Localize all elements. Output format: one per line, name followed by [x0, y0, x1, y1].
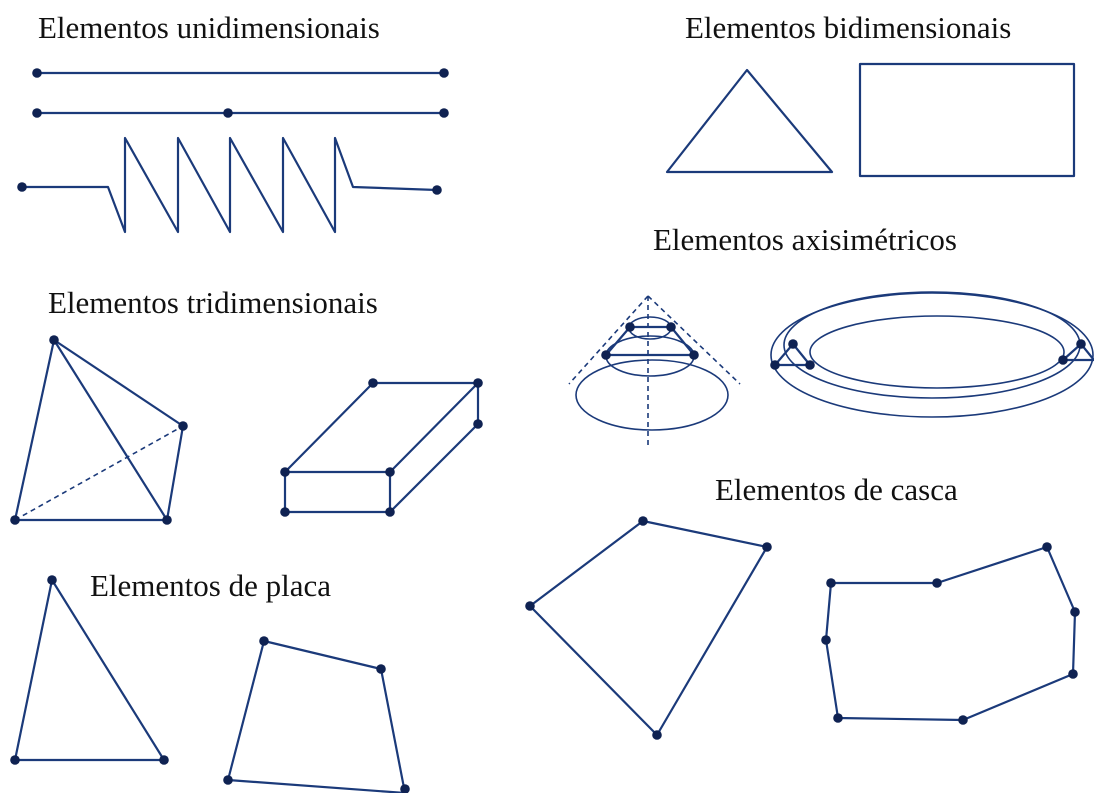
cone-generator-left — [568, 295, 649, 385]
node — [525, 601, 535, 611]
node — [159, 755, 169, 765]
node — [162, 515, 172, 525]
node — [762, 542, 772, 552]
node — [32, 68, 42, 78]
node — [473, 378, 483, 388]
label-placa: Elementos de placa — [90, 568, 331, 603]
node — [432, 185, 442, 195]
node — [625, 322, 635, 332]
unidimensional-group — [17, 68, 449, 234]
rectangle-element — [858, 62, 1076, 178]
node — [689, 350, 699, 360]
axisymmetric-group — [568, 291, 1094, 448]
node — [400, 784, 410, 793]
node — [47, 575, 57, 585]
node — [223, 108, 233, 118]
node — [368, 378, 378, 388]
brick-element — [283, 381, 480, 514]
node — [223, 775, 233, 785]
node — [826, 578, 836, 588]
node — [1042, 542, 1052, 552]
node — [833, 713, 843, 723]
node — [376, 664, 386, 674]
node — [770, 360, 780, 370]
plate-group — [10, 575, 410, 793]
node — [1070, 607, 1080, 617]
node — [385, 507, 395, 517]
node — [1068, 669, 1078, 679]
shell-quad-element — [528, 519, 769, 737]
node — [280, 467, 290, 477]
node — [788, 339, 798, 349]
node — [958, 715, 968, 725]
label-bidimensional: Elementos bidimensionais — [685, 10, 1011, 45]
node — [439, 68, 449, 78]
node — [17, 182, 27, 192]
node — [1076, 339, 1086, 349]
node — [280, 507, 290, 517]
label-tridimensional: Elementos tridimensionais — [48, 285, 378, 320]
ring-section-right — [1061, 342, 1094, 362]
tetrahedron-edge — [52, 338, 169, 522]
node — [259, 636, 269, 646]
node — [10, 515, 20, 525]
triangle-element — [665, 68, 834, 174]
node — [805, 360, 815, 370]
node — [439, 108, 449, 118]
node — [638, 516, 648, 526]
ring-middle-ellipse — [783, 291, 1081, 399]
node — [32, 108, 42, 118]
ring-section-left — [773, 342, 812, 367]
ring-inner-ellipse — [809, 315, 1065, 389]
spring-element — [20, 136, 439, 234]
label-axisimetrico: Elementos axisimétricos — [653, 222, 957, 257]
node — [821, 635, 831, 645]
node — [385, 467, 395, 477]
node — [601, 350, 611, 360]
bidimensional-group — [665, 62, 1076, 178]
shell-8-node-element — [824, 545, 1077, 722]
node — [10, 755, 20, 765]
node — [49, 335, 59, 345]
shell-group — [525, 516, 1080, 740]
ring-outer-ellipse — [770, 292, 1094, 418]
node — [1058, 355, 1068, 365]
node — [932, 578, 942, 588]
node — [652, 730, 662, 740]
label-casca: Elementos de casca — [715, 472, 958, 507]
tridimensional-group — [10, 335, 483, 525]
node — [178, 421, 188, 431]
cone-ring-bottom — [575, 359, 729, 431]
plate-quad-element — [226, 639, 407, 793]
node — [666, 322, 676, 332]
plate-triangle-element — [13, 578, 166, 762]
cone-generator-right — [647, 295, 741, 385]
label-unidimensional: Elementos unidimensionais — [38, 10, 380, 45]
node — [473, 419, 483, 429]
tetrahedron-edges — [13, 338, 185, 522]
